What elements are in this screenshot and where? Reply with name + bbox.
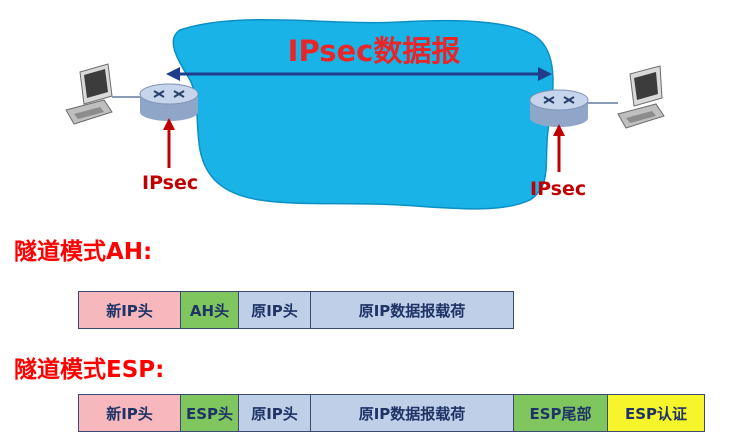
network-illustration xyxy=(65,18,665,210)
tunnel-esp-packet: 新IP头 ESP头 原IP头 原IP数据报载荷 ESP尾部 ESP认证 xyxy=(78,394,705,432)
internet-cloud xyxy=(172,18,554,210)
left-ipsec-label: IPsec xyxy=(142,172,199,194)
left-router-icon xyxy=(139,83,199,121)
arrow-head-right xyxy=(538,67,552,81)
right-computer-icon xyxy=(617,65,665,129)
new-ip-header-cell: 新IP头 xyxy=(78,394,181,432)
tunnel-esp-heading: 隧道模式ESP: xyxy=(14,357,165,383)
esp-trailer-cell: ESP尾部 xyxy=(514,394,608,432)
original-payload-cell: 原IP数据报载荷 xyxy=(311,394,514,432)
new-ip-header-cell: 新IP头 xyxy=(78,291,181,329)
right-ipsec-arrow-head xyxy=(553,124,565,136)
esp-auth-cell: ESP认证 xyxy=(608,394,705,432)
ipsec-datagram-title: IPsec数据报 xyxy=(287,34,461,68)
left-ipsec-arrow-head xyxy=(163,118,175,130)
original-ip-header-cell: 原IP头 xyxy=(239,291,311,329)
esp-header-cell: ESP头 xyxy=(181,394,239,432)
left-computer-icon xyxy=(65,63,113,125)
original-ip-header-cell: 原IP头 xyxy=(239,394,311,432)
ah-header-cell: AH头 xyxy=(181,291,239,329)
right-router-icon xyxy=(529,89,589,127)
original-payload-cell: 原IP数据报载荷 xyxy=(311,291,514,329)
arrow-head-left xyxy=(166,67,180,81)
tunnel-ah-packet: 新IP头 AH头 原IP头 原IP数据报载荷 xyxy=(78,291,514,329)
tunnel-ah-heading: 隧道模式AH: xyxy=(14,239,153,265)
right-ipsec-label: IPsec xyxy=(530,178,587,200)
